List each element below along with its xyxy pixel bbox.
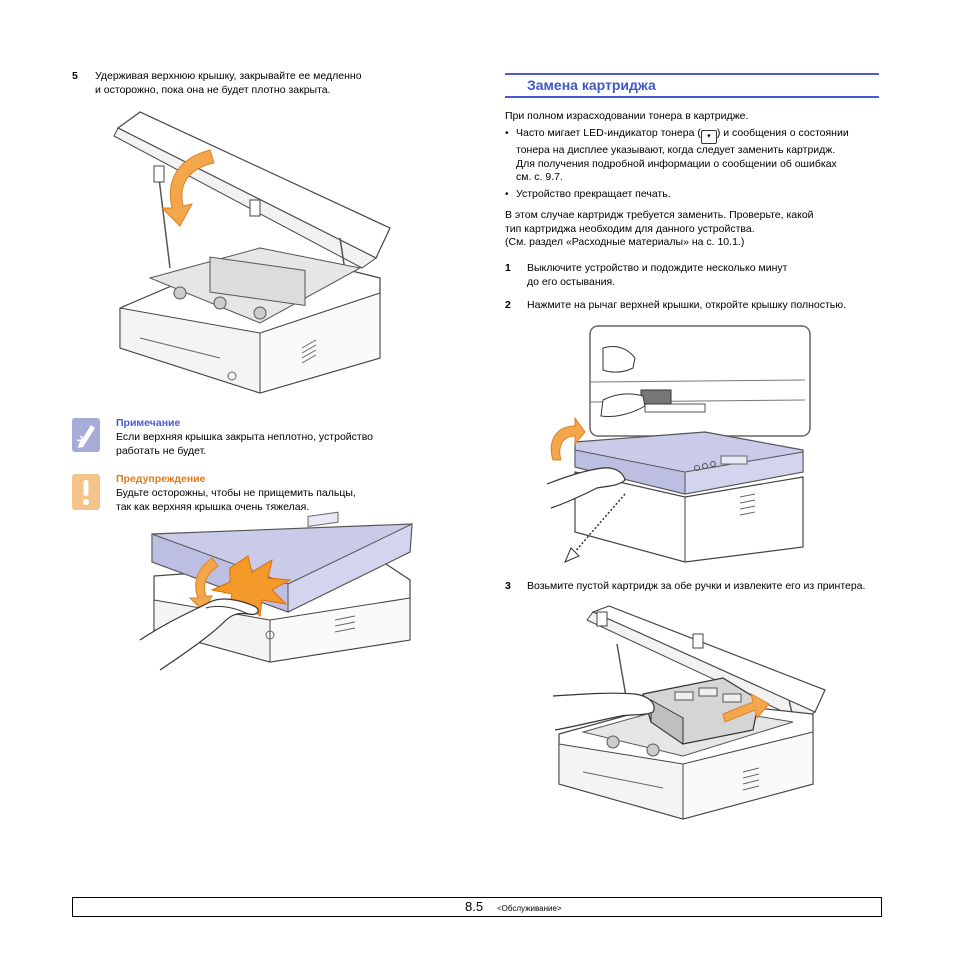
- step-5-text: Удерживая верхнюю крышку, закрывайте ее …: [95, 70, 415, 97]
- footer: 8.5 <Обслуживание>: [72, 897, 882, 917]
- note-title: Примечание: [116, 417, 181, 429]
- bullet-1-line-4: см. с. 9.7.: [516, 171, 563, 183]
- step-5-line-2: и осторожно, пока она не будет плотно за…: [95, 83, 331, 96]
- step-1-line-1: Выключите устройство и подождите несколь…: [527, 262, 788, 274]
- warning-title: Предупреждение: [116, 473, 206, 485]
- replace-paragraph: В этом случае картридж требуется заменит…: [505, 209, 885, 250]
- step-1-number: 1: [505, 262, 511, 274]
- printer-closing-cover-illustration: [113, 111, 391, 394]
- note-line-2: работать не будет.: [116, 444, 207, 457]
- note-pencil-icon: [72, 418, 100, 452]
- bullet-1-line-2: тонера на дисплее указывают, когда следу…: [516, 144, 836, 156]
- step-2-number: 2: [505, 299, 511, 311]
- paragraph-line-1: В этом случае картридж требуется заменит…: [505, 209, 814, 221]
- open-cover-lever-illustration: [546, 325, 811, 563]
- bullet-2-marker: •: [505, 189, 509, 200]
- section-title-rule-top: [505, 73, 879, 75]
- step-3-number: 3: [505, 580, 511, 592]
- step-3-text: Возьмите пустой картридж за обе ручки и …: [527, 580, 866, 592]
- page-number: 8.5: [465, 899, 484, 914]
- warning-line-1: Будьте осторожны, чтобы не прищемить пал…: [116, 487, 356, 499]
- intro-text: При полном израсходовании тонера в картр…: [505, 110, 749, 122]
- bullet-1-line-3: Для получения подробной информации о соо…: [516, 157, 837, 170]
- paragraph-line-3: (См. раздел «Расходные материалы» на с. …: [505, 236, 745, 248]
- warning-line-2: так как верхняя крышка очень тяжелая.: [116, 500, 310, 513]
- step-2-text: Нажмите на рычаг верхней крышки, откройт…: [527, 299, 847, 311]
- note-line-1: Если верхняя крышка закрыта неплотно, ус…: [116, 431, 374, 443]
- step-5-number: 5: [72, 70, 78, 82]
- step-1-text: Выключите устройство и подождите несколь…: [527, 262, 877, 289]
- remove-cartridge-illustration: [552, 605, 826, 820]
- toner-led-icon: ▾: [700, 130, 717, 144]
- section-title: Замена картриджа: [527, 77, 656, 93]
- footer-section: <Обслуживание>: [497, 904, 562, 913]
- bullet-1-marker: •: [505, 128, 509, 139]
- warning-text: Будьте осторожны, чтобы не прищемить пал…: [116, 487, 416, 514]
- note-text: Если верхняя крышка закрыта неплотно, ус…: [116, 431, 416, 458]
- bullet-1-text: Часто мигает LED-индикатор тонера (▾) и …: [516, 127, 886, 185]
- section-title-rule-bottom: [505, 96, 879, 98]
- step-1-line-2: до его остывания.: [527, 275, 616, 288]
- finger-pinch-illustration: [139, 511, 413, 671]
- bullet-1-line-1: Часто мигает LED-индикатор тонера (▾) и …: [516, 127, 886, 144]
- paragraph-line-2: тип картриджа необходим для данного устр…: [505, 222, 755, 235]
- exclamation-icon: [72, 474, 100, 510]
- step-5-line-1: Удерживая верхнюю крышку, закрывайте ее …: [95, 70, 362, 82]
- bullet-2-text: Устройство прекращает печать.: [516, 188, 671, 200]
